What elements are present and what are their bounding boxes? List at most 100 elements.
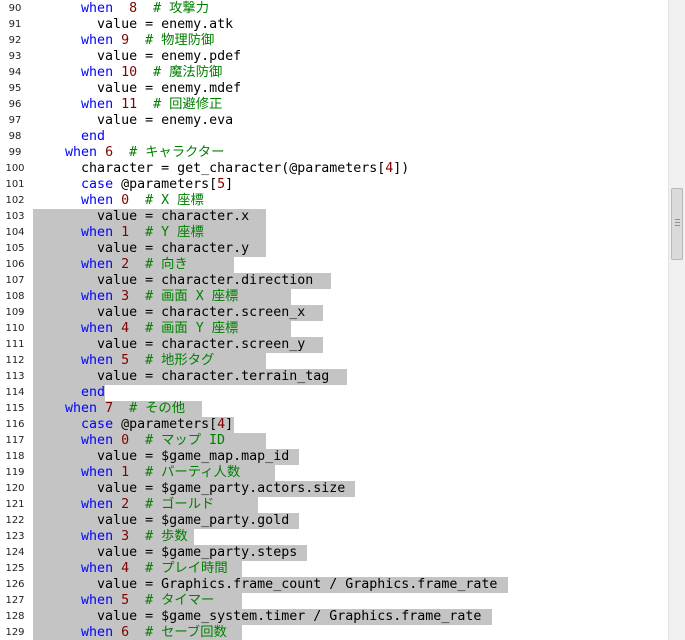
code-token: enemy.mdef [153,81,242,96]
code-line[interactable]: 123 when 3 # 歩数 [5,529,668,545]
line-number: 92 [8,35,22,46]
code-line[interactable]: 107 value = character.direction [5,273,668,289]
line-number: 96 [8,99,22,110]
code-line[interactable]: 94 when 10 # 魔法防御 [9,65,668,81]
operator-token: / [313,609,322,624]
code-text: when 4 # プレイ時間 [33,561,228,577]
line-number: 118 [5,451,25,462]
code-token: value [97,369,146,384]
code-token: value [97,49,146,64]
line-number: 120 [5,483,25,494]
code-text: value = $game_party.actors.size [33,481,345,497]
number-token: 11 [121,97,138,112]
code-line[interactable]: 97 value = enemy.eva [9,113,668,129]
code-token [129,433,145,448]
code-line[interactable]: 119 when 1 # パーティ人数 [5,465,668,481]
code-line[interactable]: 117 when 0 # マップ ID [5,433,668,449]
selection-highlight [33,497,259,513]
comment-token: # 回避修正 [153,97,223,112]
number-token: 4 [121,321,130,336]
code-token [137,65,153,80]
code-line[interactable]: 108 when 3 # 画面 X 座標 [5,289,668,305]
operator-token: = [145,337,154,352]
line-number: 125 [5,563,25,574]
code-line[interactable]: 90 when 8 # 攻撃力 [9,1,668,17]
code-line[interactable]: 93 value = enemy.pdef [9,49,668,65]
code-line[interactable]: 102 when 0 # X 座標 [5,193,668,209]
code-text: end [33,129,105,145]
code-line[interactable]: 104 when 1 # Y 座標 [5,225,668,241]
keyword-token: when [81,465,114,480]
code-token: character.screen_x [153,305,306,320]
code-line[interactable]: 126 value = Graphics.frame_count / Graph… [5,577,668,593]
code-line[interactable]: 99 when 6 # キャラクター [9,145,668,161]
code-line[interactable]: 124 value = $game_party.steps [5,545,668,561]
code-line[interactable]: 100 character = get_character(@parameter… [5,161,668,177]
code-line[interactable]: 106 when 2 # 向き [5,257,668,273]
operator-token: = [145,577,154,592]
code-line[interactable]: 121 when 2 # ゴールド [5,497,668,513]
code-line[interactable]: 110 when 4 # 画面 Y 座標 [5,321,668,337]
operator-token: = [145,209,154,224]
code-line[interactable]: 113 value = character.terrain_tag [5,369,668,385]
code-line[interactable]: 91 value = enemy.atk [9,17,668,33]
code-token [113,65,121,80]
selection-highlight [33,417,235,433]
keyword-token: when [81,353,114,368]
comment-token: # プレイ時間 [145,561,228,576]
line-number: 102 [5,195,25,206]
operator-token: = [145,449,154,464]
code-line[interactable]: 109 value = character.screen_x [5,305,668,321]
code-line[interactable]: 116 case @parameters[4] [5,417,668,433]
code-line[interactable]: 120 value = $game_party.actors.size [5,481,668,497]
code-line[interactable]: 114 end [5,385,668,401]
operator-token: = [145,369,154,384]
vertical-scrollbar[interactable] [668,0,685,640]
code-line[interactable]: 101 case @parameters[5] [5,177,668,193]
code-token [113,561,121,576]
code-line[interactable]: 95 value = enemy.mdef [9,81,668,97]
code-token: ] [225,417,234,432]
code-text: when 8 # 攻撃力 [33,1,209,17]
code-line[interactable]: 105 value = character.y [5,241,668,257]
code-line[interactable]: 122 value = $game_party.gold [5,513,668,529]
code-text: value = character.direction [33,273,313,289]
code-text: value = $game_party.gold [33,513,289,529]
code-line[interactable]: 128 value = $game_system.timer / Graphic… [5,609,668,625]
selection-highlight [33,433,267,449]
code-token: value [97,305,146,320]
code-line[interactable]: 111 value = character.screen_y [5,337,668,353]
code-token [129,257,145,272]
comment-token: # ゴールド [145,497,215,512]
number-token: 3 [121,289,130,304]
code-token: character.y [153,241,250,256]
code-token: $game_party.gold [153,513,290,528]
code-text: character = get_character(@parameters[4]… [33,161,409,177]
code-token: value [97,241,146,256]
keyword-token: when [65,401,98,416]
keyword-token: when [81,1,114,16]
number-token: 4 [217,417,226,432]
code-line[interactable]: 98 end [9,129,668,145]
operator-token: = [145,17,154,32]
code-line[interactable]: 92 when 9 # 物理防御 [9,33,668,49]
selection-highlight [33,561,243,577]
code-text: when 6 # キャラクター [33,145,224,161]
code-line[interactable]: 112 when 5 # 地形タグ [5,353,668,369]
code-token: value [97,17,146,32]
code-text: when 6 # セーブ回数 [33,625,227,640]
scrollbar-thumb[interactable] [671,188,683,260]
code-line[interactable]: 129 when 6 # セーブ回数 [5,625,668,640]
code-line[interactable]: 118 value = $game_map.map_id [5,449,668,465]
code-line[interactable]: 96 when 11 # 回避修正 [9,97,668,113]
code-line[interactable]: 115 when 7 # その他 [5,401,668,417]
code-line[interactable]: 127 when 5 # タイマー [5,593,668,609]
code-line[interactable]: 103 value = character.x [5,209,668,225]
code-token: character [81,161,162,176]
selection-highlight [33,401,203,417]
number-token: 4 [121,561,130,576]
code-line[interactable]: 125 when 4 # プレイ時間 [5,561,668,577]
line-number: 112 [5,355,25,366]
